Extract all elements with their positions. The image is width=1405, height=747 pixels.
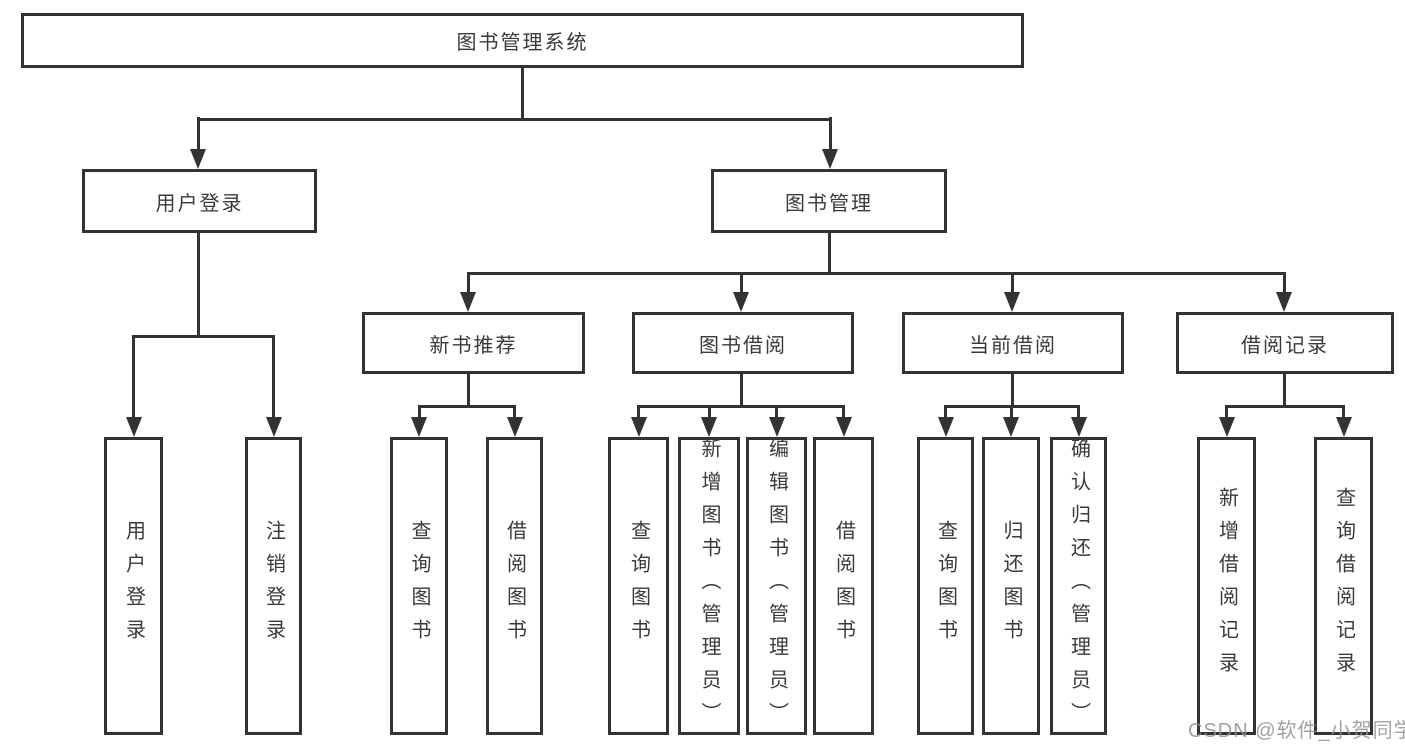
connector-line: [417, 404, 421, 419]
node-label: 借阅记录: [1241, 334, 1329, 357]
connector-line: [513, 404, 516, 419]
leaf-label: 查询图书: [934, 520, 957, 652]
leaf-add-borrow-record: 新增借阅记录: [1197, 437, 1256, 735]
node-label: 用户登录: [155, 192, 244, 215]
connector-line: [272, 334, 275, 419]
leaf-borrow-book-recommend: 借阅图书: [486, 437, 543, 735]
leaf-user-login: 用户登录: [104, 437, 163, 735]
arrow-down: [1003, 417, 1019, 437]
connector-line: [1010, 272, 1014, 294]
leaf-label: 新增图书（管理员）: [698, 437, 720, 735]
leaf-logout: 注销登录: [245, 437, 302, 735]
leaf-query-book-current: 查询图书: [917, 437, 974, 735]
arrow-down: [733, 292, 749, 312]
connector-line: [1282, 374, 1286, 408]
node-book-management: 图书管理: [711, 169, 947, 233]
connector-line: [775, 404, 778, 419]
leaf-label: 查询图书: [408, 520, 430, 652]
connector-line: [197, 233, 200, 338]
connector-line: [707, 404, 711, 419]
connector-line: [1282, 272, 1286, 294]
leaf-label: 查询图书: [627, 520, 650, 652]
node-new-book-recommend: 新书推荐: [362, 312, 585, 374]
connector-line: [739, 374, 743, 408]
node-book-borrow: 图书借阅: [632, 312, 854, 374]
arrow-down: [768, 417, 785, 437]
connector-line: [466, 374, 470, 408]
node-label: 新书推荐: [429, 334, 518, 357]
node-label: 图书管理系统: [456, 32, 589, 54]
arrow-down: [835, 417, 852, 437]
leaf-confirm-return-admin: 确认归还（管理员）: [1050, 437, 1107, 735]
arrow-down: [630, 417, 647, 437]
connector-line: [828, 117, 832, 151]
leaf-edit-book-admin: 编辑图书（管理员）: [746, 437, 807, 735]
arrow-down: [460, 292, 476, 312]
connector-line: [466, 272, 1286, 275]
node-library-management-system: 图书管理系统: [21, 13, 1024, 68]
arrow-down: [937, 417, 954, 437]
connector-line: [827, 233, 831, 275]
arrow-down: [822, 149, 838, 169]
connector-line: [1077, 404, 1080, 419]
leaf-query-book-borrow: 查询图书: [608, 437, 669, 735]
leaf-query-borrow-record: 查询借阅记录: [1314, 437, 1373, 735]
arrow-down: [506, 417, 523, 437]
leaf-label: 注销登录: [262, 520, 285, 652]
connector-line: [417, 404, 516, 408]
node-borrow-records: 借阅记录: [1176, 312, 1394, 374]
connector-line: [1342, 404, 1345, 419]
connector-line: [637, 404, 845, 408]
leaf-label: 用户登录: [122, 520, 145, 652]
arrow-down: [1218, 417, 1235, 437]
connector-line: [944, 404, 947, 419]
connector-line: [1009, 404, 1013, 419]
connector-line: [132, 334, 135, 419]
connector-line: [637, 404, 640, 419]
leaf-label: 借阅图书: [503, 520, 526, 652]
connector-line: [520, 68, 524, 121]
connector-line: [1225, 404, 1345, 408]
connector-line: [466, 272, 470, 294]
connector-line: [1010, 374, 1014, 408]
node-user-login: 用户登录: [82, 169, 317, 233]
connector-line: [132, 334, 275, 338]
csdn-watermark: CSDN @软件_小贺同学: [1188, 720, 1405, 742]
leaf-label: 归还图书: [1000, 520, 1022, 652]
connector-line: [196, 117, 832, 121]
leaf-label: 借阅图书: [832, 520, 855, 652]
connector-line: [739, 272, 743, 294]
node-current-borrow: 当前借阅: [902, 312, 1124, 374]
leaf-label: 查询借阅记录: [1332, 487, 1355, 685]
leaf-borrow-book: 借阅图书: [813, 437, 874, 735]
arrow-down: [190, 149, 206, 169]
arrow-down: [265, 417, 282, 437]
leaf-label: 确认归还（管理员）: [1067, 437, 1090, 735]
connector-line: [842, 404, 845, 419]
leaf-label: 编辑图书（管理员）: [765, 437, 788, 735]
arrow-down: [1276, 292, 1292, 312]
connector-line: [196, 117, 200, 151]
leaf-label: 新增借阅记录: [1215, 487, 1238, 685]
arrow-down: [1335, 417, 1352, 437]
node-label: 图书管理: [785, 192, 873, 215]
arrow-down: [1004, 292, 1020, 312]
leaf-add-book-admin: 新增图书（管理员）: [678, 437, 740, 735]
arrow-down: [1070, 417, 1087, 437]
arrow-down: [701, 417, 717, 437]
leaf-query-book-recommend: 查询图书: [390, 437, 448, 735]
arrow-down: [411, 417, 427, 437]
node-label: 当前借阅: [969, 334, 1057, 357]
leaf-return-book: 归还图书: [982, 437, 1040, 735]
arrow-down: [125, 417, 142, 437]
node-label: 图书借阅: [699, 334, 787, 357]
connector-line: [1225, 404, 1228, 419]
